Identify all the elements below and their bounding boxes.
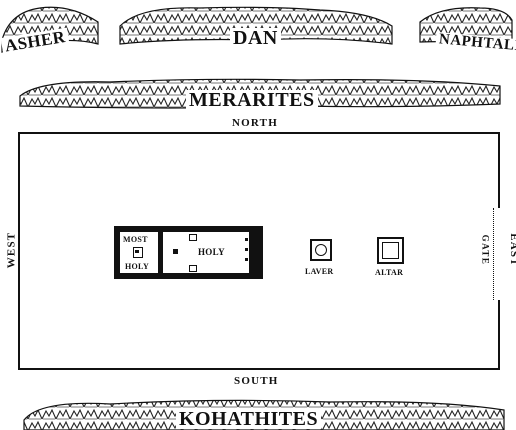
holy-place: HOLY <box>163 232 249 273</box>
laver-icon <box>310 239 332 261</box>
holy-label: HOLY <box>198 247 225 257</box>
altar-label: ALTAR <box>375 268 404 277</box>
direction-west: WEST <box>5 231 18 269</box>
dan-camp <box>119 6 393 45</box>
direction-south: SOUTH <box>234 375 279 387</box>
ark-icon <box>133 247 143 258</box>
most-holy-label-line1: MOST <box>123 235 148 244</box>
showbread-table-icon <box>189 265 197 272</box>
clan-label-kohathites: KOHATHITES <box>176 409 322 429</box>
gate-label: GATE <box>480 234 491 266</box>
most-holy-place: MOST HOLY <box>120 232 158 273</box>
laver-label: LAVER <box>305 267 334 276</box>
wall-posts <box>245 238 248 268</box>
altar-icon <box>377 237 404 264</box>
lampstand-icon <box>189 234 197 241</box>
direction-east: EAST <box>507 233 516 267</box>
most-holy-label-line2: HOLY <box>125 262 150 271</box>
direction-north: NORTH <box>232 117 278 129</box>
tabernacle: MOST HOLY HOLY <box>114 226 263 279</box>
clan-label-merarites: MERARITES <box>186 90 318 110</box>
east-gate <box>493 208 500 300</box>
incense-altar-icon <box>173 249 178 254</box>
tabernacle-court: GATE <box>18 132 500 370</box>
tribe-label-dan: DAN <box>230 28 281 48</box>
